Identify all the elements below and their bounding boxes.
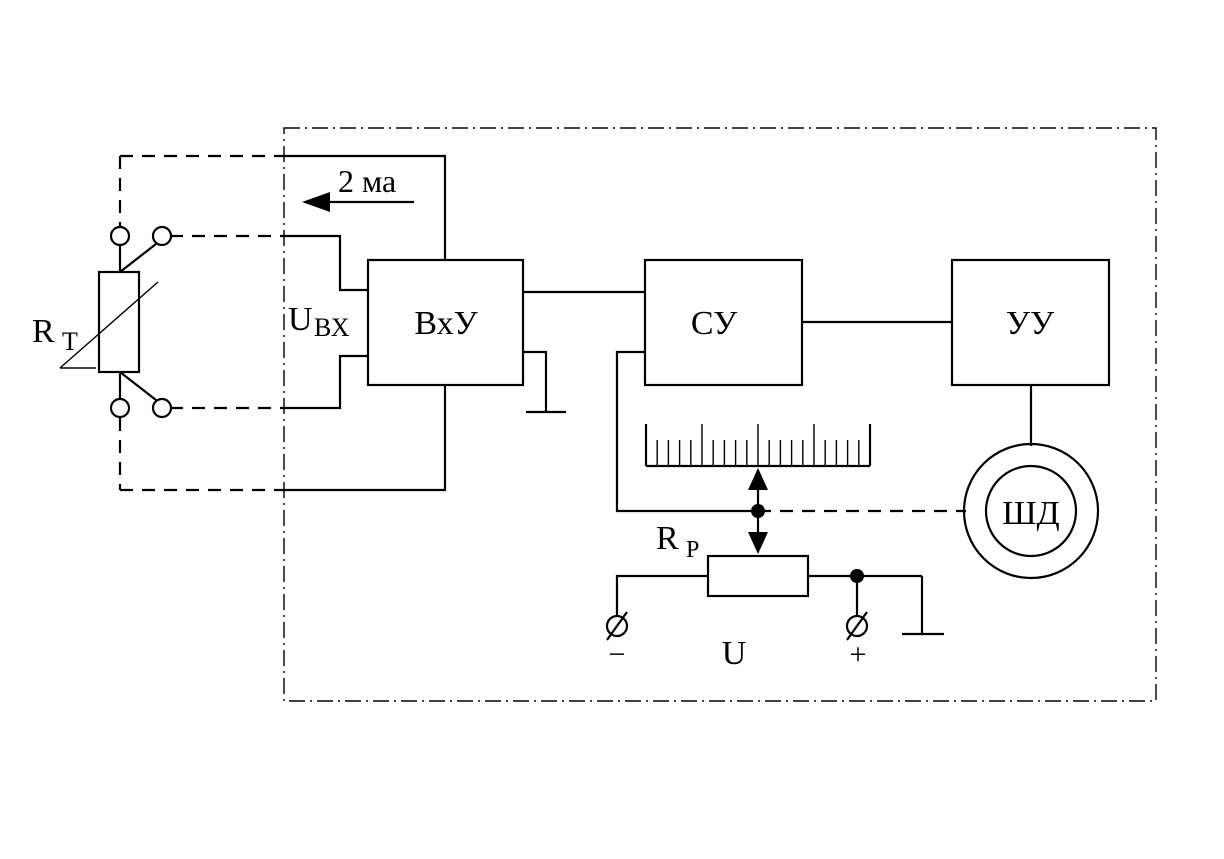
input-unit-label: ВхУ: [414, 305, 478, 342]
plus-label: +: [850, 638, 867, 671]
input-voltage-subscript: ВХ: [314, 313, 350, 342]
thermistor-label: R: [32, 313, 55, 350]
slider-arrow-down: [748, 532, 768, 554]
wire-ground-input: [523, 350, 548, 412]
terminal-circle: [109, 225, 131, 247]
terminal-slash: [846, 611, 868, 641]
input-unit-block: [366, 258, 525, 387]
stepper-motor-outer: [962, 442, 1100, 580]
wire-feedback: [615, 350, 758, 513]
junction-dot: [850, 569, 864, 583]
junction-dot: [751, 504, 765, 518]
current-arrow-head: [302, 192, 330, 212]
stepper-motor-label: ШД: [1002, 495, 1060, 532]
wire-minus-supply: [615, 574, 708, 618]
input-voltage-label: U: [288, 301, 313, 338]
rheostat-body: [706, 554, 810, 598]
control-unit-label: УУ: [1006, 305, 1055, 342]
minus-label: −: [609, 638, 626, 671]
tracking-unit-label: СУ: [691, 305, 738, 342]
current-label: 2 ма: [338, 163, 396, 199]
device-enclosure: [283, 127, 1157, 702]
external-wiring: [118, 154, 284, 492]
thermistor-slash: [59, 281, 159, 369]
measurement-scale: [644, 424, 872, 468]
rheostat-label: R: [656, 520, 679, 557]
supply-voltage-label: U: [722, 635, 747, 672]
input-wiring: [284, 154, 447, 492]
stepper-motor-inner: [984, 464, 1078, 558]
thermistor-subscript: T: [62, 327, 78, 356]
thermistor: [59, 225, 173, 419]
terminal-circle: [109, 397, 131, 419]
terminal-circle: [151, 225, 173, 247]
slider-arrow-up: [748, 468, 768, 490]
rheostat-subscript: P: [686, 537, 699, 563]
thermistor-body: [97, 270, 141, 374]
terminal-slash: [606, 611, 628, 641]
terminal-circle: [151, 397, 173, 419]
